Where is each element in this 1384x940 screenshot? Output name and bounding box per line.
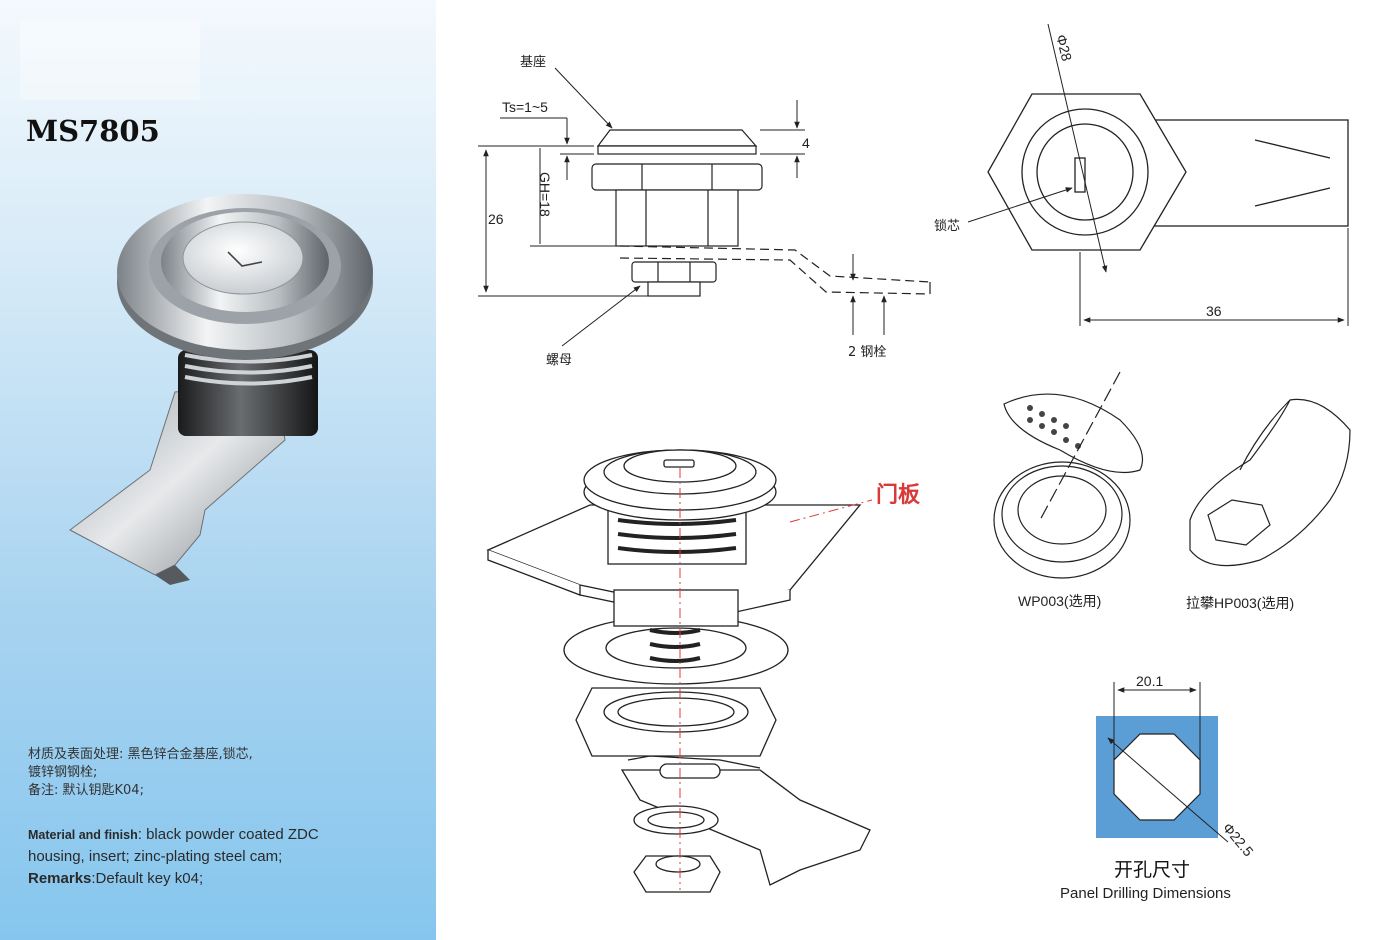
remarks-label: Remarks <box>28 870 92 887</box>
cutout-drawing <box>1096 682 1229 843</box>
spec-chinese: 材质及表面处理: 黑色锌合金基座,锁芯, 镀锌钢钢栓; 备注: 默认钥匙K04; <box>28 746 428 800</box>
wp003-drawing <box>993 371 1144 579</box>
product-photo <box>69 194 373 585</box>
exploded-threads <box>617 518 737 663</box>
front-view-drawing <box>987 93 1349 251</box>
base-label: 基座 <box>520 55 546 70</box>
dim-height-label: 26 <box>488 211 504 227</box>
hp003-label: 拉攀HP003(选用) <box>1186 595 1294 611</box>
spec-cn-line1: 材质及表面处理: 黑色锌合金基座,锁芯, <box>28 747 253 762</box>
cutout-width-label: 20.1 <box>1136 673 1163 689</box>
spec-cn-line3: 备注: 默认钥匙K04; <box>28 783 144 798</box>
nut-label: 螺母 <box>546 353 572 368</box>
exploded-centerline <box>679 468 873 890</box>
exploded-view-drawing <box>486 449 871 893</box>
cam-label: 2 钢栓 <box>848 345 886 360</box>
gh-label: GH=18 <box>537 172 553 217</box>
ts-label: Ts=1~5 <box>502 99 548 115</box>
hp003-drawing <box>1189 398 1351 567</box>
material-label: Material and finish <box>28 828 138 842</box>
model-title: MS7805 <box>26 114 160 148</box>
material-value-2: housing, insert; zinc-plating steel cam; <box>28 848 283 865</box>
core-label: 锁芯 <box>934 218 960 234</box>
remarks-value: :Default key k04; <box>91 870 204 887</box>
dim-top-label: 4 <box>802 135 810 151</box>
cutout-title-cn: 开孔尺寸 <box>1114 859 1190 881</box>
front-view-dimensions <box>967 23 1349 326</box>
cutout-title-en: Panel Drilling Dimensions <box>1060 885 1231 902</box>
material-value: : black powder coated ZDC <box>137 826 319 843</box>
wp003-label: WP003(选用) <box>1018 593 1101 609</box>
front-width-label: 36 <box>1206 303 1222 319</box>
spec-cn-line2: 镀锌钢钢栓; <box>28 765 98 780</box>
spec-english: Material and finish: black powder coated… <box>28 824 428 890</box>
front-diameter-label: Φ28 <box>1053 33 1075 63</box>
side-view-drawing <box>591 129 931 297</box>
watermark <box>20 20 200 100</box>
door-panel-label: 门板 <box>876 482 921 507</box>
left-info-panel: MS7805 <box>0 0 436 940</box>
side-view-dimensions <box>478 67 887 347</box>
